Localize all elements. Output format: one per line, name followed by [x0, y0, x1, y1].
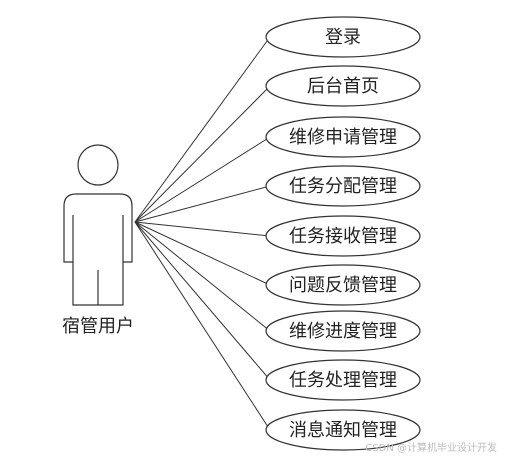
use-case-ellipse: [265, 310, 421, 352]
association-line: [134, 136, 271, 223]
use-case-label: 任务处理管理: [289, 370, 397, 391]
use-case-ellipse: [265, 409, 421, 451]
use-case-node: 维修进度管理: [265, 310, 421, 352]
watermark-text: CSDN @计算机毕业设计开发: [365, 443, 497, 454]
use-case-group: 登录后台首页维修申请管理任务分配管理任务接收管理问题反馈管理维修进度管理任务处理…: [265, 16, 421, 451]
use-case-node: 任务分配管理: [265, 165, 421, 207]
use-case-label: 维修进度管理: [289, 321, 397, 342]
association-line: [134, 185, 271, 223]
use-case-node: 消息通知管理: [265, 409, 421, 451]
association-line: [134, 221, 271, 381]
use-case-label: 登录: [325, 27, 361, 48]
use-case-ellipse: [265, 359, 421, 401]
association-line: [134, 36, 271, 223]
use-case-ellipse: [265, 116, 421, 158]
actor-label: 宿管用户: [62, 316, 134, 337]
association-line: [134, 221, 271, 431]
use-case-ellipse: [265, 264, 421, 306]
use-case-node: 维修申请管理: [265, 116, 421, 158]
association-line: [134, 221, 271, 332]
association-line: [134, 85, 271, 223]
association-lines: [134, 36, 271, 431]
association-line: [134, 221, 271, 286]
use-case-label: 维修申请管理: [289, 127, 397, 148]
use-case-ellipse: [265, 16, 421, 58]
actor-body: [63, 193, 133, 306]
use-case-ellipse: [265, 215, 421, 257]
use-case-label: 任务接收管理: [289, 226, 397, 247]
use-case-node: 问题反馈管理: [265, 264, 421, 306]
use-case-ellipse: [265, 65, 421, 107]
use-case-node: 任务接收管理: [265, 215, 421, 257]
use-case-node: 任务处理管理: [265, 359, 421, 401]
association-line: [134, 221, 271, 237]
use-case-label: 问题反馈管理: [289, 275, 397, 296]
actor-figure: [63, 144, 133, 306]
use-case-node: 登录: [265, 16, 421, 58]
use-case-label: 消息通知管理: [289, 420, 397, 441]
use-case-label: 任务分配管理: [289, 176, 397, 197]
actor-head: [77, 144, 119, 186]
use-case-label: 后台首页: [307, 76, 379, 97]
use-case-node: 后台首页: [265, 65, 421, 107]
use-case-ellipse: [265, 165, 421, 207]
